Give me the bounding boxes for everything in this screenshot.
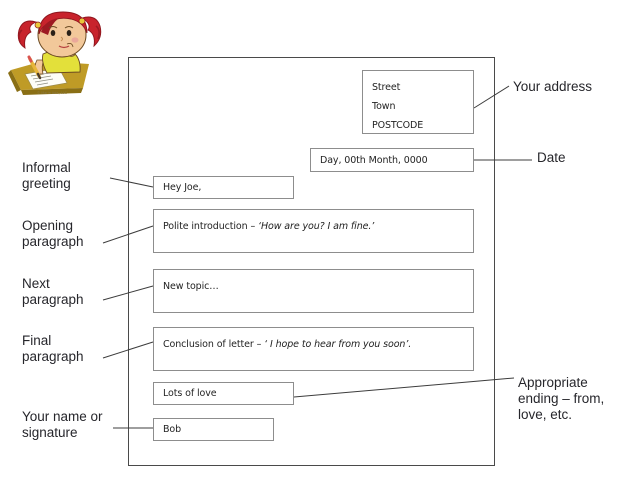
date-box[interactable]: Day, 00th Month, 0000 <box>310 148 474 172</box>
greeting-box[interactable]: Hey Joe, <box>153 176 294 199</box>
next-paragraph-box[interactable]: New topic… <box>153 269 474 313</box>
address-line-town: Town <box>372 101 396 112</box>
annotation-name-or-signature: Your name or signature <box>22 409 103 440</box>
signature-text: Bob <box>163 424 182 435</box>
annotation-date: Date <box>537 150 566 165</box>
address-block-box[interactable]: Street Town POSTCODE <box>362 70 474 134</box>
annotation-opening-paragraph: Opening paragraph <box>22 218 84 249</box>
final-paragraph-quote: ‘ I hope to hear from you soon’. <box>264 339 412 350</box>
annotation-next-paragraph: Next paragraph <box>22 276 84 307</box>
girl-writing-letter-clipart <box>3 4 108 104</box>
date-text: Day, 00th Month, 0000 <box>320 154 428 166</box>
next-paragraph-text: New topic… <box>163 281 219 292</box>
final-paragraph-text: Conclusion of letter – ‘ I hope to hear … <box>163 339 412 350</box>
annotation-informal-greeting: Informal greeting <box>22 160 71 191</box>
annotation-appropriate-ending: Appropriate ending – from, love, etc. <box>518 375 605 422</box>
clipart-credit-text: © Maria Arts, LLC <box>37 91 67 95</box>
greeting-text: Hey Joe, <box>163 182 202 193</box>
opening-paragraph-quote: ‘How are you? I am fine.’ <box>258 221 375 232</box>
opening-paragraph-text: Polite introduction – ‘How are you? I am… <box>163 221 375 232</box>
address-line-postcode: POSTCODE <box>372 120 424 131</box>
signature-box[interactable]: Bob <box>153 418 274 441</box>
opening-paragraph-box[interactable]: Polite introduction – ‘How are you? I am… <box>153 209 474 253</box>
sign-off-box[interactable]: Lots of love <box>153 382 294 405</box>
annotation-your-address: Your address <box>513 79 593 94</box>
annotation-final-paragraph: Final paragraph <box>22 333 84 364</box>
sign-off-text: Lots of love <box>163 388 217 399</box>
final-paragraph-box[interactable]: Conclusion of letter – ‘ I hope to hear … <box>153 327 474 371</box>
address-line-street: Street <box>372 82 401 93</box>
